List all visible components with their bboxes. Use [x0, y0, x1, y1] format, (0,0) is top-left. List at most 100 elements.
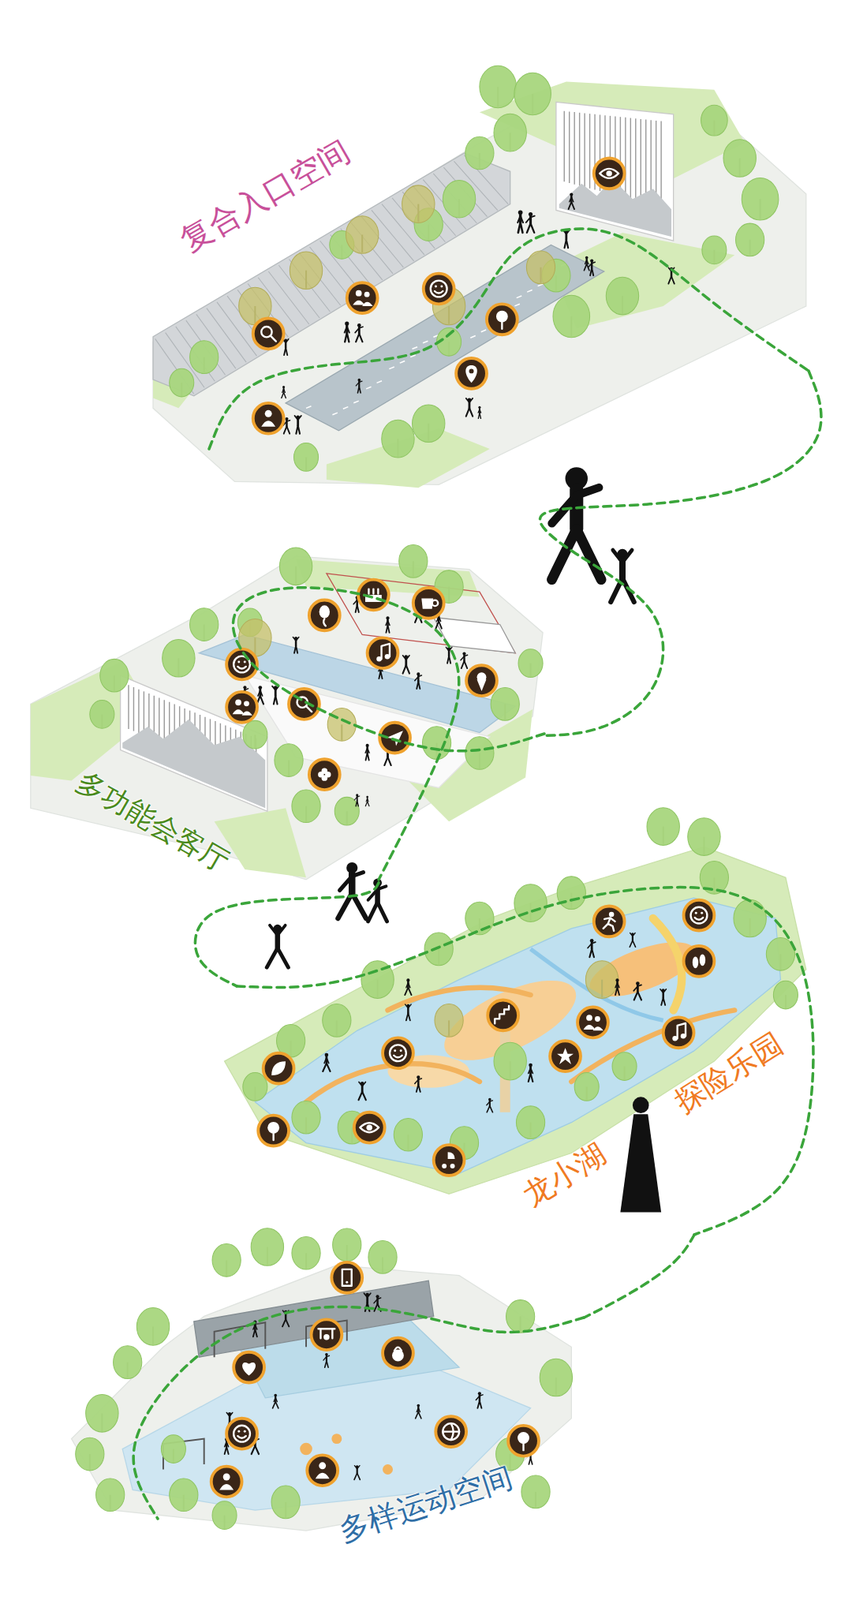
- activity-icon: [594, 906, 625, 938]
- tree: [723, 139, 756, 178]
- billboard-stripe: [640, 119, 642, 202]
- icon-glyph: [242, 1362, 256, 1376]
- tree: [741, 177, 779, 221]
- person-legs: [365, 1303, 370, 1312]
- icon-badge: [486, 303, 518, 335]
- icon-glyph: [237, 1435, 246, 1439]
- tree-canopy: [289, 251, 322, 290]
- person-silhouette: [253, 1320, 258, 1338]
- tree-canopy: [169, 368, 195, 397]
- icon-glyph-group: [232, 698, 253, 715]
- icon-glyph-group: [352, 290, 373, 307]
- person-legs: [281, 392, 287, 398]
- tree: [612, 1052, 637, 1081]
- person-legs: [295, 425, 300, 434]
- icon-glyph: [355, 290, 363, 297]
- person-silhouette: [588, 259, 596, 277]
- tree-canopy: [274, 743, 303, 778]
- person-arms: [403, 655, 410, 660]
- icon-glyph: [321, 774, 328, 781]
- icon-glyph: [441, 1163, 447, 1169]
- zone-region: 多功能会客厅: [31, 544, 545, 883]
- person-arms: [445, 646, 452, 651]
- icon-glyph-group: [261, 410, 276, 427]
- person-arms: [363, 1292, 370, 1297]
- tree-canopy: [327, 707, 356, 741]
- zone-region: 复合入口空间: [157, 63, 809, 474]
- icon-glyph: [237, 1430, 240, 1433]
- lawn: [214, 807, 307, 878]
- tree: [160, 1434, 186, 1464]
- icon-glyph: [522, 1442, 524, 1450]
- pavilion-frame: [326, 573, 516, 654]
- tree-canopy: [422, 726, 451, 760]
- person-arms: [460, 654, 468, 661]
- icon-glyph-group: [692, 953, 706, 968]
- person-arms: [486, 1100, 494, 1106]
- tree: [399, 545, 428, 579]
- wall-stripe: [133, 687, 135, 732]
- person-legs: [251, 1446, 259, 1454]
- pool-ripple: [422, 340, 428, 344]
- tree-canopy: [465, 136, 494, 170]
- person-arms: [587, 941, 596, 948]
- zone-title: 多样运动空间: [335, 1460, 517, 1549]
- icon-glyph: [399, 1049, 403, 1052]
- person-legs: [322, 1063, 330, 1072]
- icon-glyph: [386, 730, 404, 746]
- tree: [556, 876, 586, 910]
- tree: [514, 884, 547, 923]
- person-silhouette: [281, 385, 287, 399]
- tree: [113, 1345, 142, 1379]
- tree: [242, 720, 268, 749]
- activity-icon: [257, 1115, 289, 1147]
- icon-badge: [487, 1000, 519, 1032]
- person-arms: [615, 982, 620, 988]
- person-arms: [323, 1355, 330, 1361]
- icon-badge: [309, 758, 341, 790]
- activity-icon: [263, 1053, 295, 1084]
- icon-glyph: [465, 365, 478, 383]
- icon-glyph: [242, 711, 253, 716]
- tree: [574, 1072, 599, 1102]
- billboard-stripe: [568, 111, 570, 184]
- ground-plate: [224, 846, 807, 1194]
- tree: [294, 443, 319, 472]
- icon-glyph-group: [494, 1005, 509, 1024]
- icon-badge: [663, 1016, 695, 1048]
- person-legs: [568, 201, 575, 210]
- person-arms: [226, 1412, 232, 1417]
- icon-glyph: [500, 321, 503, 329]
- tree: [291, 1236, 321, 1270]
- feature-wall: [120, 675, 268, 811]
- person-silhouette: [405, 1004, 412, 1021]
- person-arms: [660, 989, 666, 994]
- tree-canopy: [687, 818, 721, 856]
- tree: [327, 707, 356, 741]
- person-legs: [589, 949, 595, 957]
- tree-canopy: [646, 807, 680, 846]
- tree-canopy: [773, 980, 798, 1009]
- person-arms: [355, 326, 363, 333]
- activity-icon: [211, 1466, 243, 1498]
- icon-badge: [423, 273, 455, 305]
- tree: [96, 1478, 125, 1512]
- person-legs: [224, 1446, 229, 1454]
- icon-glyph: [265, 410, 273, 418]
- icon-badge: [594, 157, 625, 189]
- person-legs: [354, 1472, 360, 1480]
- person-arms: [668, 267, 674, 272]
- adventure-park-zone: [224, 807, 807, 1194]
- tree: [322, 1004, 352, 1038]
- tree: [646, 807, 680, 846]
- court-mark: [299, 1442, 313, 1456]
- icon-glyph: [352, 300, 365, 306]
- tree-canopy: [169, 1478, 199, 1512]
- tree: [212, 1243, 241, 1277]
- person-legs: [551, 529, 602, 580]
- icon-glyph: [237, 666, 246, 669]
- tree-canopy: [242, 1072, 268, 1102]
- activity-icon: [310, 1319, 342, 1350]
- icon-glyph-group: [233, 656, 251, 673]
- tree: [169, 1478, 199, 1512]
